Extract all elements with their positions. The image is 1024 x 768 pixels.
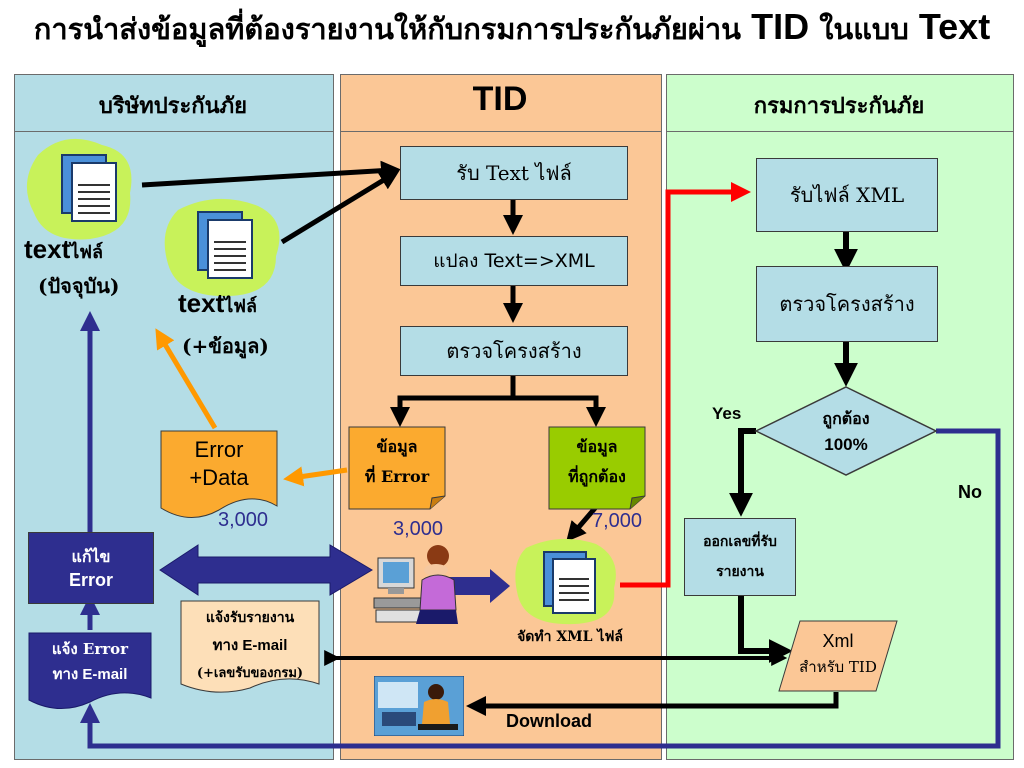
insurer-header-strip: [14, 74, 334, 132]
no-label: No: [958, 482, 982, 502]
ack-email-text: แจ้งรับรายงาน ทาง E-mail (+เลขรับของกรม): [196, 610, 304, 681]
arrow-issue-to-xml: [738, 596, 793, 663]
download-user-icon: [373, 675, 465, 737]
arrow-correct-to-xml: [566, 505, 598, 542]
tid-error-data-doc: [348, 426, 446, 510]
document-icon: [515, 538, 616, 625]
tid-convert-box: แปลง Text=>XML: [400, 236, 628, 286]
document-icon: [26, 138, 132, 240]
arrow-errordata-to-file2: [155, 328, 218, 430]
text-file-current-icon: [20, 135, 142, 245]
xml-for-tid-shape: [778, 620, 898, 692]
download-label: Download: [506, 711, 592, 731]
notify-error-text: แจ้ง Error ทาง E-mail: [51, 640, 129, 683]
xml-for-tid-sub: สำหรับ TID: [799, 658, 877, 676]
text-file-added-icon: [158, 198, 288, 298]
notify-error-doc: [28, 632, 152, 712]
arrow-tid-split: [397, 395, 599, 420]
diagram-title: การนำส่งข้อมูลที่ต้องรายงานให้กับกรมการป…: [0, 6, 1024, 52]
ack-email-doc: [180, 600, 320, 698]
decision-diamond: [754, 386, 938, 476]
arrow-error-to-errordata: [283, 466, 348, 487]
dept-check-structure-box: ตรวจโครงสร้าง: [756, 266, 938, 342]
title-thai-part1: การนำส่งข้อมูลที่ต้องรายงานให้กับกรมการป…: [33, 12, 742, 46]
yes-label: Yes: [712, 404, 742, 423]
department-header: กรมการประกันภัย: [753, 93, 925, 119]
arrow-file1-to-receive: [141, 160, 401, 188]
dept-receive-xml-box: รับไฟล์ XML: [756, 158, 938, 232]
error-data-doc: [160, 430, 278, 522]
text-file-current-sub: (ปัจจุบัน): [38, 274, 120, 298]
xml-for-tid-text: Xml สำหรับ TID: [799, 631, 877, 676]
text-file-current-label: textไฟล์: [24, 234, 104, 264]
arrow-file2-to-receive: [280, 170, 400, 245]
count-correct-tid: 7,000: [592, 510, 643, 532]
title-thai-part2: ในแบบ: [819, 12, 909, 46]
user-at-computer-icon: [372, 540, 462, 626]
make-xml-file-label: จัดทำ XML ไฟล์: [517, 629, 623, 645]
tid-correct-data-text: ข้อมูล ที่ถูกต้อง: [568, 437, 626, 486]
arrow-download: [466, 692, 839, 716]
arrow-xml-to-department: [620, 182, 751, 588]
document-icon: [164, 198, 280, 297]
title-tid: TID: [751, 6, 810, 47]
text-file-added-sub: (+ข้อมูล): [182, 334, 269, 358]
count-error-insurer: 3,000: [218, 509, 269, 531]
tid-header: TID: [472, 80, 528, 118]
error-data-text: Error +Data: [189, 437, 249, 490]
count-error-tid: 3,000: [393, 518, 444, 540]
insurer-header: บริษัทประกันภัย: [98, 93, 248, 119]
arrow-yes-path: [729, 428, 756, 517]
tid-error-data-text: ข้อมูล ที่ Error: [364, 437, 430, 486]
decision-text: ถูกต้อง 100%: [822, 409, 870, 454]
make-xml-file-icon: [510, 538, 620, 626]
title-text: Text: [918, 6, 991, 47]
issue-receipt-number-box: ออกเลขที่รับ รายงาน: [684, 518, 796, 596]
tid-correct-data-doc: [548, 426, 646, 510]
department-header-strip: [666, 74, 1014, 132]
tid-header-strip: [340, 74, 662, 132]
arrow-fix-user-double: [159, 544, 373, 596]
tid-receive-text-box: รับ Text ไฟล์: [400, 146, 628, 200]
arrow-no-path: [80, 428, 1001, 749]
fix-error-box: แก้ไข Error: [28, 532, 154, 604]
text-file-added-label: textไฟล์: [178, 288, 258, 318]
tid-check-structure-box: ตรวจโครงสร้าง: [400, 326, 628, 376]
